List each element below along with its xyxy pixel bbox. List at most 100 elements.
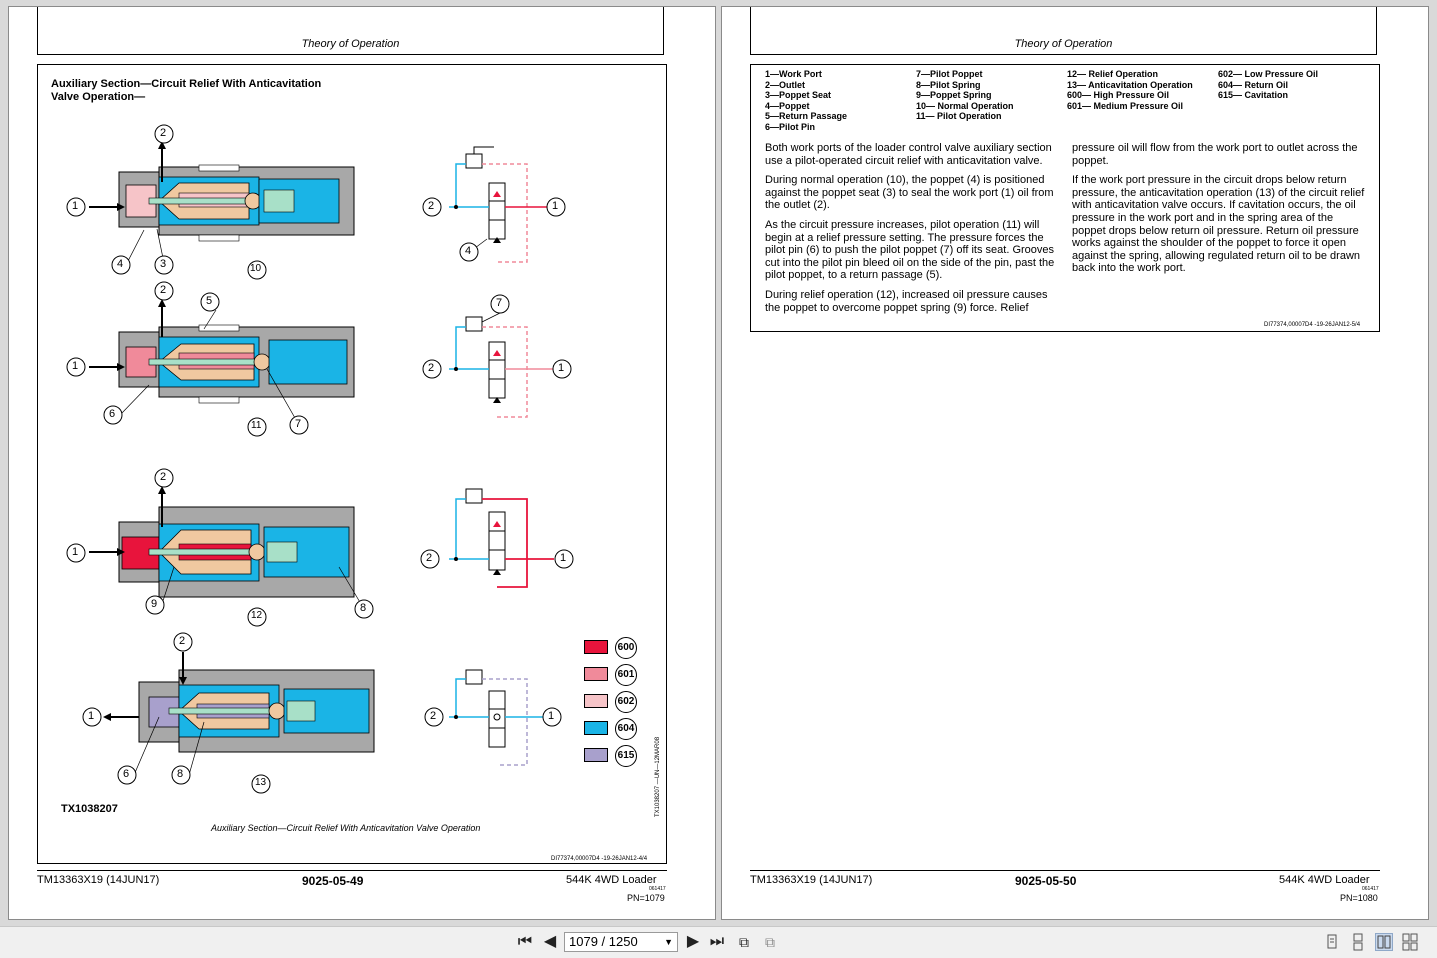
two-page-view-button[interactable]: [1375, 933, 1393, 951]
body-text-left: Both work ports of the loader control va…: [765, 142, 1061, 321]
two-page-icon: [1377, 935, 1391, 949]
paragraph: If the work port pressure in the circuit…: [1072, 174, 1365, 275]
single-page-view-button[interactable]: [1323, 933, 1341, 951]
page-selector[interactable]: 1079 / 1250 ▼: [564, 932, 678, 952]
callout-labels: 1 2 4 3 10 2 1 4 1 2 5 6 11 7 2 1 7 1 2 …: [9, 7, 717, 921]
legend-item: 7—Pilot Poppet: [916, 69, 983, 79]
legend-item: 8—Pilot Spring: [916, 79, 981, 90]
right-footer-manual: TM13363X19 (14JUN17): [750, 874, 873, 886]
color-legend-item: 604: [584, 718, 644, 740]
callout-2: 2: [426, 552, 433, 564]
color-code: 602: [615, 691, 637, 713]
callout-4: 4: [117, 258, 124, 270]
left-footer-page: 9025-05-49: [302, 874, 364, 888]
callout-8: 8: [177, 768, 184, 780]
legend-item: 13— Anticavitation Operation: [1067, 79, 1193, 90]
callout-11: 11: [251, 420, 262, 431]
right-footer-pn: PN=1080: [1340, 893, 1378, 903]
left-footer-machine: 544K 4WD Loader: [566, 874, 657, 886]
callout-2: 2: [428, 362, 435, 374]
fit-page-button[interactable]: ⧉: [734, 932, 754, 952]
color-legend-item: 615: [584, 745, 644, 767]
page-indicator: 1079 / 1250: [569, 934, 638, 949]
legend-item: 6—Pilot Pin: [765, 121, 816, 132]
schematic-pilot-operation: [449, 316, 554, 418]
callout-4: 4: [465, 245, 472, 257]
single-page-icon: [1327, 934, 1337, 949]
legend-column-1: 1—Work Port 2—Outlet 3—Poppet Seat 4—Pop…: [765, 69, 847, 132]
left-header: Theory of Operation: [37, 7, 664, 55]
legend-item: 2—Outlet: [765, 79, 806, 90]
section-title-line1: Auxiliary Section—Circuit Relief With An…: [51, 78, 322, 90]
right-header: Theory of Operation: [750, 7, 1377, 55]
continuous-page-icon: [1353, 933, 1363, 951]
callout-5: 5: [206, 295, 213, 307]
callout-2: 2: [160, 284, 167, 296]
callout-1: 1: [560, 552, 567, 564]
callout-10: 10: [250, 263, 262, 274]
paragraph: pressure oil will flow from the work por…: [1072, 142, 1358, 167]
callout-1: 1: [552, 200, 559, 212]
paragraph: Both work ports of the loader control va…: [765, 142, 1052, 167]
schematic-relief-operation: [449, 488, 554, 588]
right-footer-machine: 544K 4WD Loader: [1279, 874, 1370, 886]
callout-1: 1: [72, 546, 79, 558]
legend-item: 5—Return Passage: [765, 111, 848, 121]
next-page-button[interactable]: ▶: [683, 932, 703, 952]
two-page-continuous-icon: [1402, 933, 1418, 951]
figure-vertical-label: TX1038207 —UN—12MAR08: [655, 736, 661, 817]
callout-13: 13: [255, 777, 267, 788]
schematic-normal-operation: [449, 146, 549, 263]
fit-width-icon: ⧉: [765, 934, 775, 950]
callout-2: 2: [430, 710, 437, 722]
legend-item: 3—Poppet Seat: [765, 90, 832, 100]
legend-item: 4—Poppet: [765, 100, 810, 111]
callout-12: 12: [251, 610, 263, 621]
left-footer-rule: [37, 870, 667, 871]
legend-item: 602— Low Pressure Oil: [1218, 69, 1319, 79]
valve-view-pilot-operation: [89, 299, 355, 404]
two-page-continuous-view-button[interactable]: [1401, 933, 1419, 951]
paragraph: During relief operation (12), increased …: [765, 288, 1048, 314]
right-header-title: Theory of Operation: [1014, 38, 1113, 50]
left-footer-pn: PN=1079: [627, 893, 665, 903]
callout-circles: [66, 124, 574, 794]
figure-frame: [37, 64, 667, 864]
color-legend-item: 601: [584, 664, 644, 686]
legend-item: 11— Pilot Operation: [916, 111, 1002, 121]
color-legend-item: 600: [584, 637, 644, 659]
callout-2: 2: [179, 635, 186, 647]
first-page-button[interactable]: ⏮: [515, 932, 535, 952]
valve-view-relief-operation: [89, 486, 355, 598]
color-swatch: [584, 667, 608, 681]
continuous-view-button[interactable]: [1349, 933, 1367, 951]
legend-column-4: 602— Low Pressure Oil 604— Return Oil 61…: [1218, 69, 1318, 101]
legend-item: 604— Return Oil: [1218, 79, 1289, 90]
previous-page-icon: ◀: [543, 933, 557, 950]
valve-view-anticavitation-operation: [103, 652, 375, 753]
previous-page-button[interactable]: ◀: [540, 932, 560, 952]
callout-8: 8: [360, 602, 367, 614]
right-page: Theory of Operation 1—Work Port 2—Outlet…: [721, 6, 1429, 920]
color-swatch: [584, 640, 608, 654]
callout-2: 2: [160, 127, 167, 139]
section-title-line2: Valve Operation—: [51, 91, 146, 103]
last-page-icon: ⏭: [709, 933, 725, 950]
callout-2: 2: [160, 471, 167, 483]
right-doc-code: DI77374,00007D4 -19-26JAN12-5/4: [1264, 322, 1361, 328]
body-text-right: pressure oil will flow from the work por…: [1072, 142, 1368, 282]
right-footer-page: 9025-05-50: [1015, 874, 1077, 888]
legend-item: 1—Work Port: [765, 69, 822, 79]
left-footer-tiny: 061417: [649, 886, 666, 892]
first-page-icon: ⏮: [517, 933, 533, 950]
callout-1: 1: [548, 710, 555, 722]
fit-width-button[interactable]: ⧉: [760, 932, 780, 952]
right-footer-tiny: 061417: [1362, 886, 1379, 892]
callout-1: 1: [72, 200, 79, 212]
figure-id: TX1038207: [61, 803, 118, 815]
text-frame: [750, 64, 1380, 332]
left-doc-code: DI77374,00007D4 -19-26JAN12-4/4: [551, 856, 648, 862]
legend-item: 10— Normal Operation: [916, 100, 1014, 111]
last-page-button[interactable]: ⏭: [707, 932, 727, 952]
callout-1: 1: [558, 362, 565, 374]
